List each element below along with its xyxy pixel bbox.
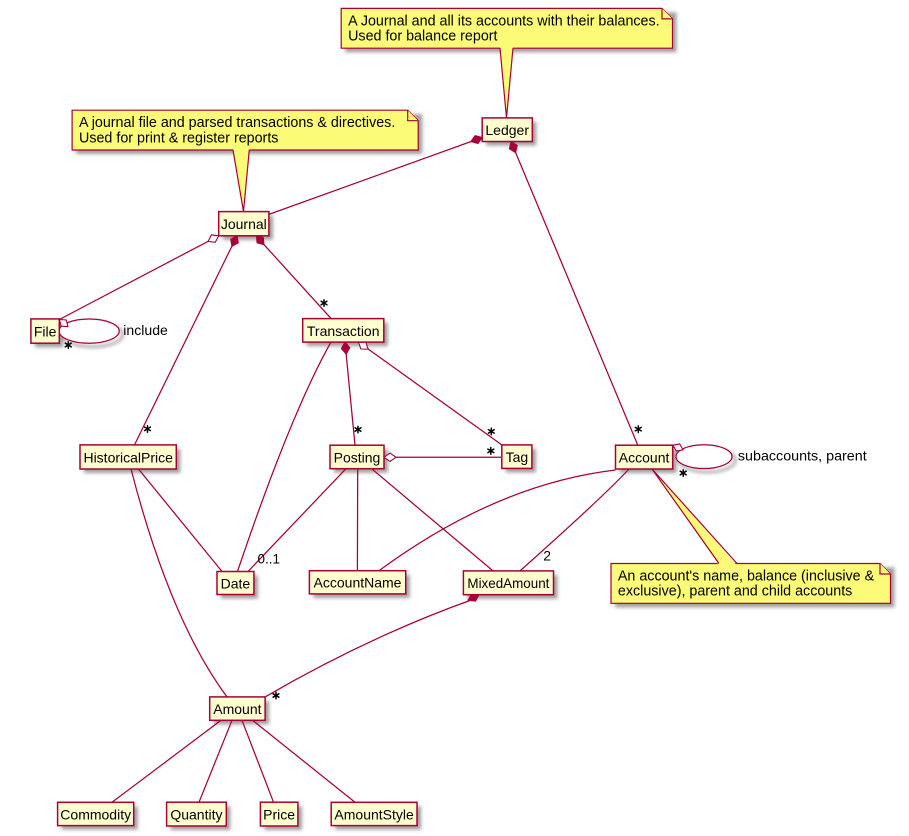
svg-text:0..1: 0..1 — [258, 550, 281, 566]
svg-text:Tag: Tag — [506, 449, 529, 465]
svg-text:Transaction: Transaction — [307, 323, 380, 339]
svg-text:subaccounts, parent: subaccounts, parent — [738, 447, 867, 463]
svg-text:A Journal and all its accounts: A Journal and all its accounts with thei… — [348, 13, 660, 29]
svg-text:exclusive), parent and child a: exclusive), parent and child accounts — [618, 584, 852, 600]
svg-text:Price: Price — [263, 807, 295, 823]
svg-text:MixedAmount: MixedAmount — [467, 575, 549, 591]
svg-text:AccountName: AccountName — [314, 575, 402, 591]
svg-text:Used for balance report: Used for balance report — [348, 29, 497, 45]
svg-text:2: 2 — [543, 548, 551, 564]
svg-text:Amount: Amount — [213, 701, 261, 717]
svg-text:Commodity: Commodity — [60, 806, 131, 822]
svg-text:Journal: Journal — [221, 216, 267, 232]
svg-text:AmountStyle: AmountStyle — [334, 806, 414, 822]
svg-text:Posting: Posting — [334, 449, 381, 465]
svg-text:include: include — [123, 322, 168, 338]
svg-text:Account: Account — [619, 450, 670, 466]
svg-text:HistoricalPrice: HistoricalPrice — [83, 449, 173, 465]
svg-text:Ledger: Ledger — [485, 122, 529, 138]
svg-text:An account's name, balance (in: An account's name, balance (inclusive & — [618, 568, 875, 584]
svg-text:File: File — [34, 323, 57, 339]
svg-text:A journal file and parsed tran: A journal file and parsed transactions &… — [79, 115, 395, 131]
svg-text:Used for print & register repo: Used for print & register reports — [79, 130, 278, 146]
svg-text:Date: Date — [221, 575, 251, 591]
svg-text:Quantity: Quantity — [170, 807, 222, 823]
